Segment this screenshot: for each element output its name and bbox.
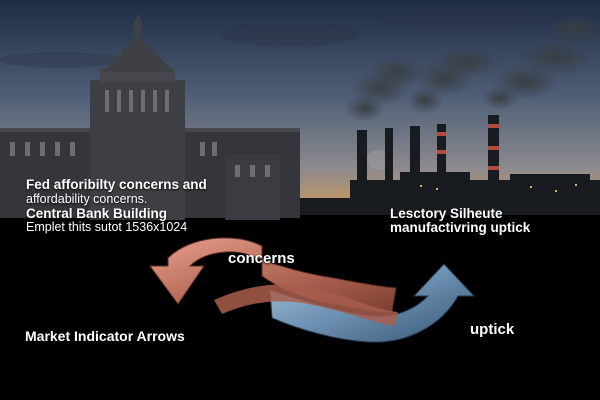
factory-caption-sub: manufactivring uptick [390,220,531,235]
building-caption-title: Central Bank Building [26,206,168,221]
chimney-bands [437,124,499,170]
fed-concerns-text: Fed afforibilty concerns and [26,177,207,192]
market-indicator-arrows [149,237,476,343]
factory-silhouette [300,115,600,215]
smoke-plumes [345,14,600,170]
bank-windows [10,90,270,177]
factory-caption-title: Lesctory Silheute [390,206,503,221]
factory-lights [420,184,577,192]
building-caption-sub: Emplet thits sutot 1536x1024 [26,220,188,234]
concerns-label: concerns [228,250,295,267]
uptick-label: uptick [470,321,515,338]
affordability-text: affordability concerns. [26,192,148,206]
arrows-caption: Market Indicator Arrows [25,328,185,344]
copper-ribbon [214,284,398,326]
clouds [0,10,560,68]
